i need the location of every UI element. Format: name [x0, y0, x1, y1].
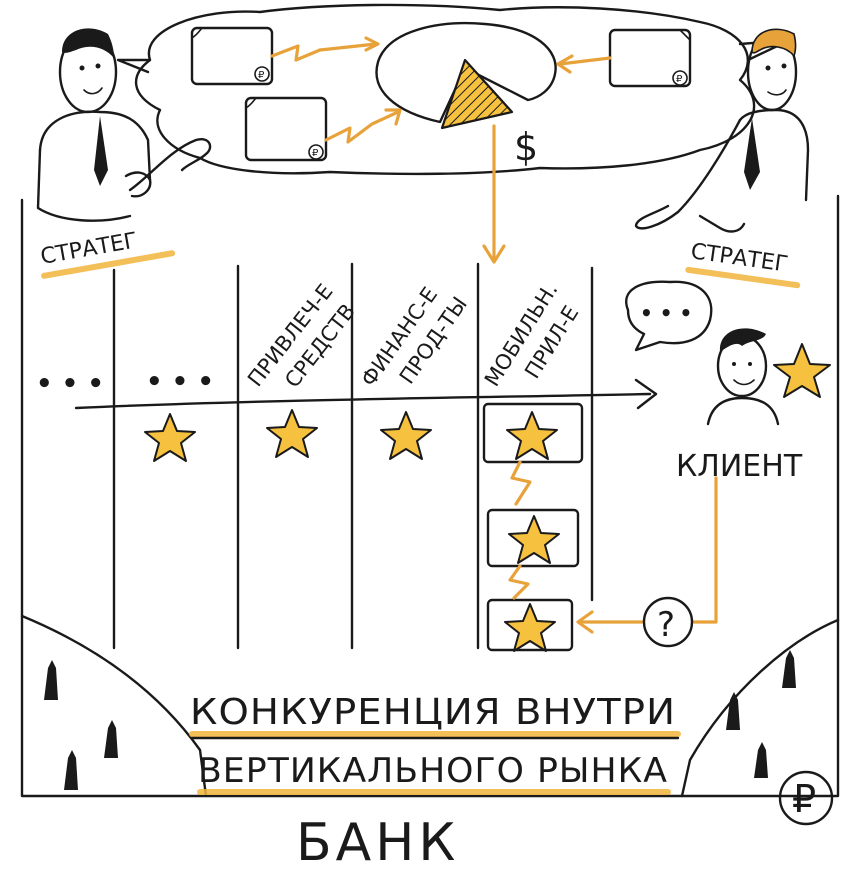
bank-label: БАНК	[296, 813, 459, 873]
app-box-2	[486, 508, 580, 568]
bank-frame	[20, 194, 840, 798]
app-box-3	[486, 598, 574, 652]
speech-dots-text: • • •	[640, 301, 692, 325]
client-feedback-arrow	[576, 476, 718, 634]
left-dots-text: • • •	[36, 369, 104, 399]
column-1-label: • • •	[146, 367, 214, 397]
client-figure: • • • КЛИЕНТ	[625, 280, 831, 484]
flow-arrows	[270, 36, 612, 264]
question-bubble: ?	[642, 596, 694, 648]
ruble-coin-text: ₽	[792, 777, 816, 821]
star-column-1	[144, 413, 196, 462]
pie-chart-icon	[375, 22, 557, 130]
title-line1: КОНКУРЕНЦИЯ ВНУТРИ	[190, 692, 676, 733]
bank-text: БАНК	[296, 813, 459, 873]
app-zigzag-links	[508, 460, 532, 600]
money-note-1: ₽	[190, 26, 274, 86]
ruble-symbol: ₽	[258, 70, 265, 81]
column-label-dots-1: • • •	[146, 367, 214, 397]
money-note-3: ₽	[608, 28, 692, 88]
column-label-mobile-app: МОБИЛЬН. ПРИЛ-Е	[480, 278, 583, 390]
ruble-symbol: ₽	[312, 148, 319, 159]
star-column-3	[380, 411, 432, 460]
dollar-text: $	[514, 125, 538, 169]
column-label-finance-products: ФИНАНС-Е ПРОД-ТЫ	[356, 283, 472, 391]
money-note-2: ₽	[244, 96, 328, 162]
strategist-left-figure	[36, 28, 212, 222]
strategist-right-label: СТРАТЕГ	[685, 239, 801, 289]
strategist-left-label: СТРАТЕГ	[39, 228, 176, 279]
column-label-dots-left: • • •	[36, 369, 104, 399]
client-label: КЛИЕНТ	[676, 449, 803, 484]
ruble-symbol: ₽	[676, 74, 683, 85]
horizontal-arrow	[74, 378, 658, 410]
column-dividers	[112, 262, 594, 650]
ruble-coin-icon: ₽	[778, 770, 834, 826]
title-block: КОНКУРЕНЦИЯ ВНУТРИ ВЕРТИКАЛЬНОГО РЫНКА	[189, 692, 681, 795]
app-box-1	[482, 402, 584, 464]
column-label-attract-funds: ПРИВЛЕЧ-Е СРЕДСТВ	[243, 279, 360, 392]
question-text: ?	[657, 605, 675, 645]
star-column-2	[266, 409, 318, 458]
chess-pawns	[44, 650, 796, 790]
strategist-right-figure	[634, 28, 810, 233]
title-line2: ВЕРТИКАЛЬНОГО РЫНКА	[198, 751, 668, 791]
dollar-sign: $	[514, 125, 538, 169]
